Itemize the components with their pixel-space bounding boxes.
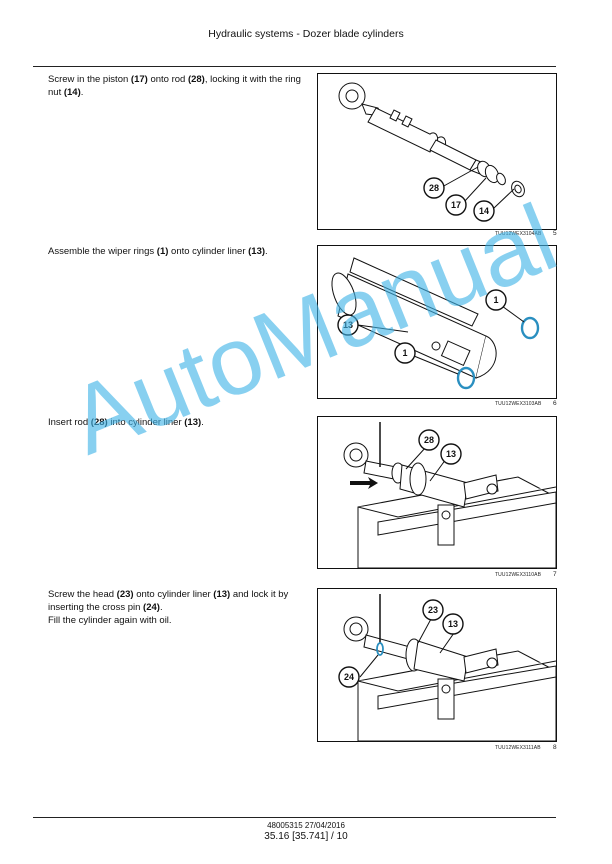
figure-5-number: 5 xyxy=(553,230,557,237)
step-1-text: Screw in the piston (17) onto rod (28), … xyxy=(48,73,303,99)
figure-6-callout-3: 1 xyxy=(402,348,407,358)
instruction-text: , locking it with the ring nut xyxy=(48,74,301,98)
instruction-text: Screw in the piston xyxy=(48,74,131,85)
footer-rule xyxy=(33,817,556,818)
instruction-text: . xyxy=(265,246,268,257)
figure-8-callout-3: 24 xyxy=(344,672,354,682)
instruction-text: onto rod xyxy=(147,74,188,85)
part-reference: (24) xyxy=(143,602,160,613)
instruction-text: Assemble the wiper rings xyxy=(48,246,157,257)
step-2-text: Assemble the wiper rings (1) onto cylind… xyxy=(48,245,303,258)
footer-doc-ref: 48005315 27/04/2016 xyxy=(267,821,345,830)
figure-5-piston-assembly: 28 17 14 xyxy=(317,73,557,230)
instruction-text: . xyxy=(201,417,204,428)
part-reference: (13) xyxy=(184,417,202,428)
figure-8-screw-head: 23 13 24 xyxy=(317,588,557,742)
page-header-title: Hydraulic systems - Dozer blade cylinder… xyxy=(208,28,404,40)
part-reference: (13) xyxy=(248,246,266,257)
header-rule xyxy=(33,66,556,67)
figure-5-callout-2: 17 xyxy=(451,200,461,210)
figure-8-callout-1: 23 xyxy=(428,605,438,615)
part-reference: (1) xyxy=(156,246,169,257)
part-reference: (23) xyxy=(116,589,134,600)
figure-7-insert-rod: 28 13 xyxy=(317,416,557,569)
figure-6-callout-1: 1 xyxy=(493,295,498,305)
part-reference: (13) xyxy=(213,589,231,600)
figure-5-code: TUU12WEX3104AB xyxy=(495,231,542,237)
figure-6-code: TUU12WEX3103AB xyxy=(495,401,542,407)
figure-8-callout-2: 13 xyxy=(448,619,458,629)
footer-page-ref: 35.16 [35.741] / 10 xyxy=(264,831,348,842)
figure-5-callout-3: 14 xyxy=(479,206,489,216)
figure-6-wiper-rings: 13 1 1 xyxy=(317,245,557,399)
part-reference: (14) xyxy=(63,87,81,98)
part-reference: (28) xyxy=(187,74,205,85)
instruction-text: and lock it by inserting the cross pin xyxy=(48,589,289,613)
instruction-text: Screw the head xyxy=(48,589,117,600)
figure-7-code: TUU12WEX3110AB xyxy=(495,572,542,578)
figure-7-callout-2: 13 xyxy=(446,449,456,459)
figure-7-callout-1: 28 xyxy=(424,435,434,445)
step-3-text: Insert rod (28) into cylinder liner (13)… xyxy=(48,416,303,429)
part-reference: (28) xyxy=(90,417,108,428)
instruction-text: Fill the cylinder again with oil. xyxy=(48,615,172,626)
instruction-text: onto cylinder liner xyxy=(168,246,249,257)
figure-8-code: TUU12WEX3111AB xyxy=(495,745,541,751)
step-4-text: Screw the head (23) onto cylinder liner … xyxy=(48,588,303,627)
figure-6-callout-2: 13 xyxy=(343,320,353,330)
figure-5-callout-1: 28 xyxy=(429,183,439,193)
part-reference: (17) xyxy=(130,74,148,85)
instruction-text: onto cylinder liner xyxy=(133,589,214,600)
figure-8-number: 8 xyxy=(553,744,557,751)
figure-6-number: 6 xyxy=(553,400,557,407)
figure-7-number: 7 xyxy=(553,571,557,578)
instruction-text: Insert rod xyxy=(48,417,91,428)
instruction-text: into cylinder liner xyxy=(107,417,185,428)
instruction-text: . xyxy=(80,87,84,98)
instruction-text: . xyxy=(159,602,163,613)
